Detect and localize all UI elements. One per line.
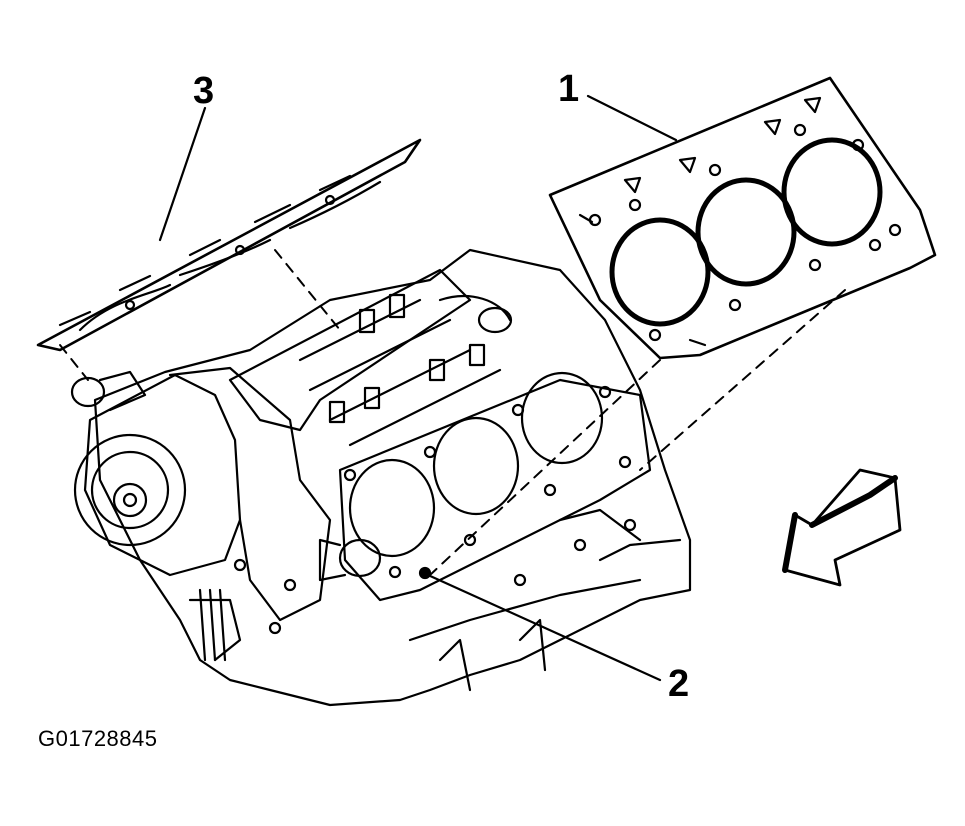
- callout-1: 1: [558, 68, 580, 110]
- alignment-lines: [59, 249, 846, 576]
- callout-2: 2: [668, 663, 690, 705]
- figure-id: G01728845: [38, 726, 158, 751]
- leader-line-1: [586, 94, 678, 142]
- leader-line-3: [158, 106, 207, 242]
- head-gasket-1: [548, 76, 937, 360]
- head-gasket-3: [36, 138, 422, 352]
- callout-3: 3: [193, 70, 215, 112]
- leader-line-2: [426, 573, 662, 682]
- front-direction-arrow-icon: [782, 468, 902, 587]
- dowel-pin-marker: [418, 566, 432, 580]
- engine-block: [70, 248, 692, 707]
